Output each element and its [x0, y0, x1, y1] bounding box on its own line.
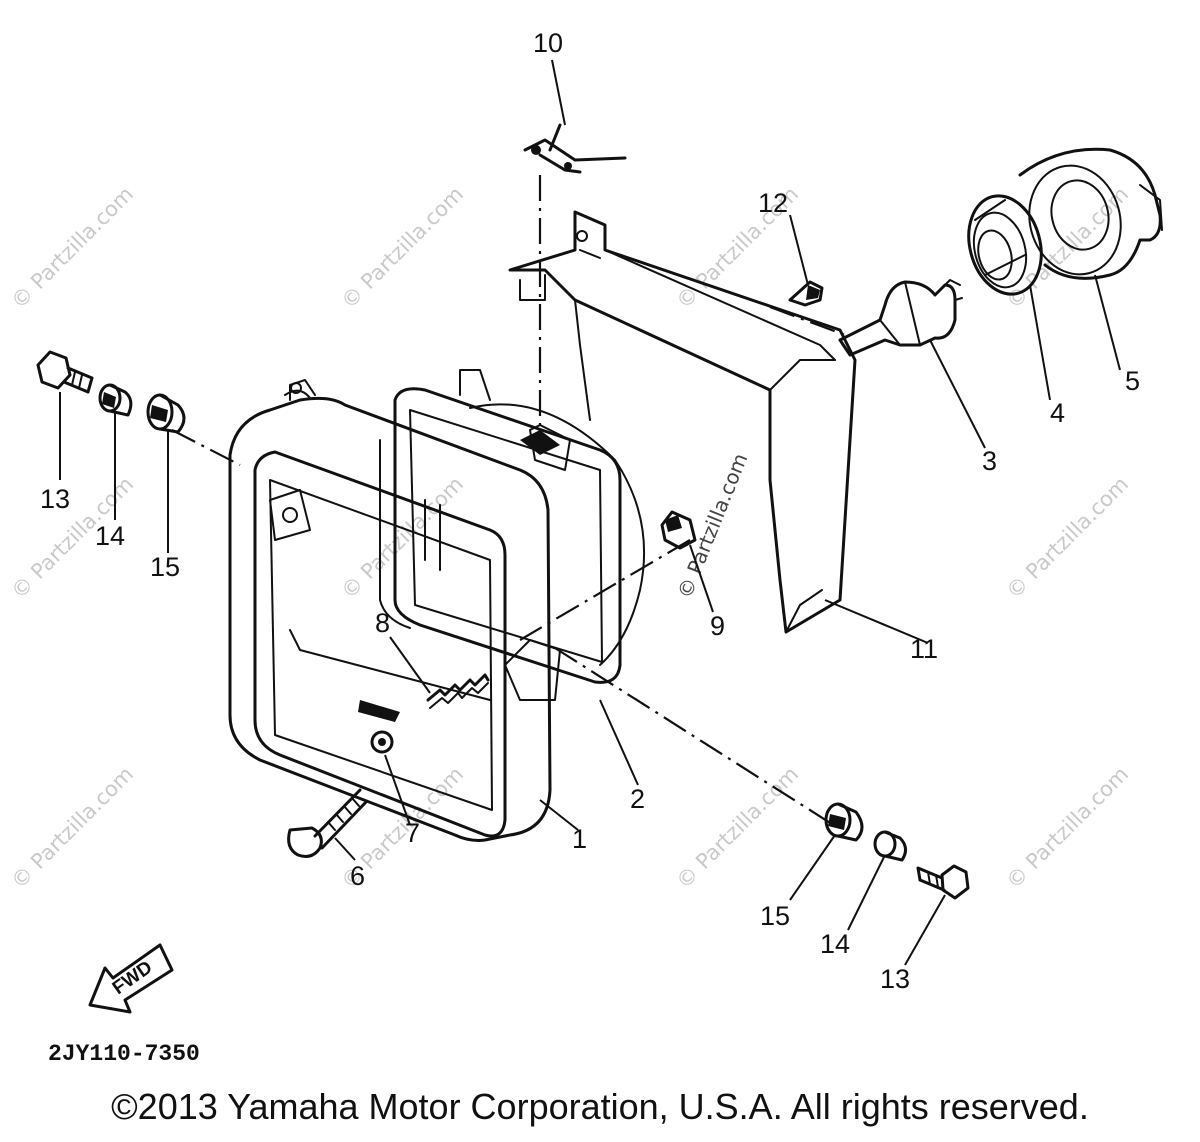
- grommet-15-left: [146, 393, 186, 434]
- watermark: © Partzilla.com: [1002, 182, 1134, 314]
- collar-14-right: [873, 830, 907, 862]
- watermark: © Partzilla.com: [337, 182, 469, 314]
- part-label-12: 12: [758, 188, 788, 218]
- rubber-cover: [1018, 147, 1163, 280]
- part-label-7: 7: [405, 818, 420, 848]
- part-label-13-left: 13: [40, 484, 70, 514]
- watermark: © Partzilla.com: [7, 762, 139, 894]
- headlight-cover: [508, 210, 857, 634]
- watermark: © Partzilla.com: [1002, 472, 1134, 604]
- spring-8: [426, 673, 490, 709]
- leader-lines: [59, 59, 1121, 966]
- headlight-unit: [379, 369, 646, 701]
- part-label-5: 5: [1125, 366, 1140, 396]
- part-label-14-left: 14: [95, 521, 125, 551]
- part-label-10: 10: [533, 28, 563, 58]
- part-labels: 1 2 3 4 5 6 7 8 9 10 11 12 13 14 15 13 1…: [40, 28, 1140, 994]
- socket-ring: [967, 194, 1043, 296]
- fwd-arrow-icon: FWD: [88, 943, 174, 1014]
- watermark: © Partzilla.com: [337, 472, 469, 604]
- clip-9: [660, 510, 697, 550]
- part-label-4: 4: [1050, 398, 1065, 428]
- clip-10: [523, 123, 627, 174]
- part-label-14-right: 14: [820, 929, 850, 959]
- part-label-11: 11: [910, 634, 938, 664]
- copyright-notice: ©2013 Yamaha Motor Corporation, U.S.A. A…: [111, 1086, 1089, 1127]
- part-label-6: 6: [350, 861, 365, 891]
- watermark: © Partzilla.com: [7, 182, 139, 314]
- diagram-code: 2JY110-7350: [48, 1041, 200, 1067]
- part-label-2: 2: [630, 784, 645, 814]
- bolt-13-left: [36, 350, 94, 394]
- part-label-9: 9: [710, 611, 725, 641]
- watermark: © Partzilla.com: [1002, 762, 1134, 894]
- screw-6: [287, 788, 368, 858]
- headlight-rim: [228, 379, 552, 842]
- part-label-15-right: 15: [760, 901, 790, 931]
- part-label-15-left: 15: [150, 552, 180, 582]
- nut-7: [370, 730, 394, 754]
- grommet-15-right: [824, 802, 864, 842]
- collar-14-left: [98, 383, 133, 417]
- part-label-1: 1: [572, 824, 587, 854]
- part-label-3: 3: [982, 446, 997, 476]
- part-label-13-right: 13: [880, 964, 910, 994]
- assembly-lines: [171, 175, 846, 827]
- screw-12: [788, 280, 824, 307]
- watermark: © Partzilla.com: [672, 762, 804, 894]
- watermark: © Partzilla.com: [672, 450, 752, 602]
- part-label-8: 8: [375, 608, 390, 638]
- watermarks: © Partzilla.com © Partzilla.com © Partzi…: [7, 182, 1134, 894]
- bulb: [838, 279, 963, 357]
- bolt-13-right: [916, 864, 970, 900]
